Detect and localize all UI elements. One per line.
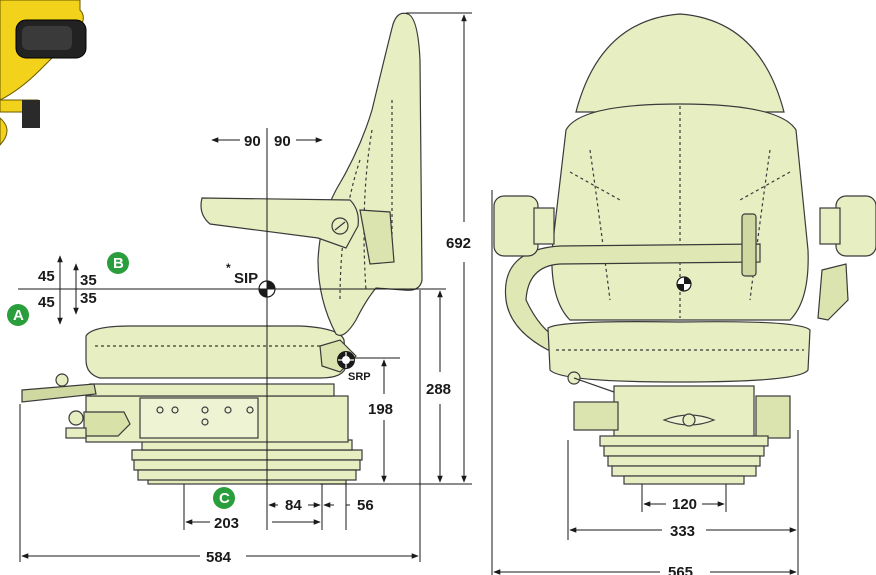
srp-marker (337, 351, 355, 369)
dim-35-top: 35 (80, 272, 97, 289)
dim-333: 333 (670, 523, 695, 540)
dim-692: 692 (446, 235, 471, 252)
dim-45-top: 45 (38, 268, 55, 285)
dim-84: 84 (285, 497, 302, 514)
dim-35-bottom: 35 (80, 290, 97, 307)
crosshair-target-icon (676, 276, 692, 292)
dimension-lines (18, 12, 799, 575)
dim-584: 584 (206, 549, 232, 566)
dim-120: 120 (672, 496, 697, 513)
sip-label: SIP (234, 270, 258, 287)
dim-198: 198 (368, 401, 393, 418)
side-view-seat (21, 12, 423, 485)
dim-565: 565 (668, 564, 693, 575)
svg-text:A: A (13, 307, 24, 324)
dim-288: 288 (426, 381, 451, 398)
svg-text:B: B (113, 255, 124, 272)
dim-203: 203 (214, 515, 239, 532)
pivot-point-icon (338, 352, 354, 368)
yellow-armrest-fragment (0, 0, 87, 146)
dim-90-right: 90 (274, 133, 291, 150)
srp-label: SRP (348, 371, 371, 383)
sip-asterisk: * (226, 261, 231, 275)
badge-b: B (107, 252, 129, 274)
front-view-seat (493, 13, 876, 485)
svg-text:C: C (219, 490, 230, 507)
dim-56: 56 (357, 497, 374, 514)
dim-90-left: 90 (244, 133, 261, 150)
dim-45-bottom: 45 (38, 294, 55, 311)
badge-a: A (7, 304, 29, 326)
badge-c: C (213, 487, 235, 509)
